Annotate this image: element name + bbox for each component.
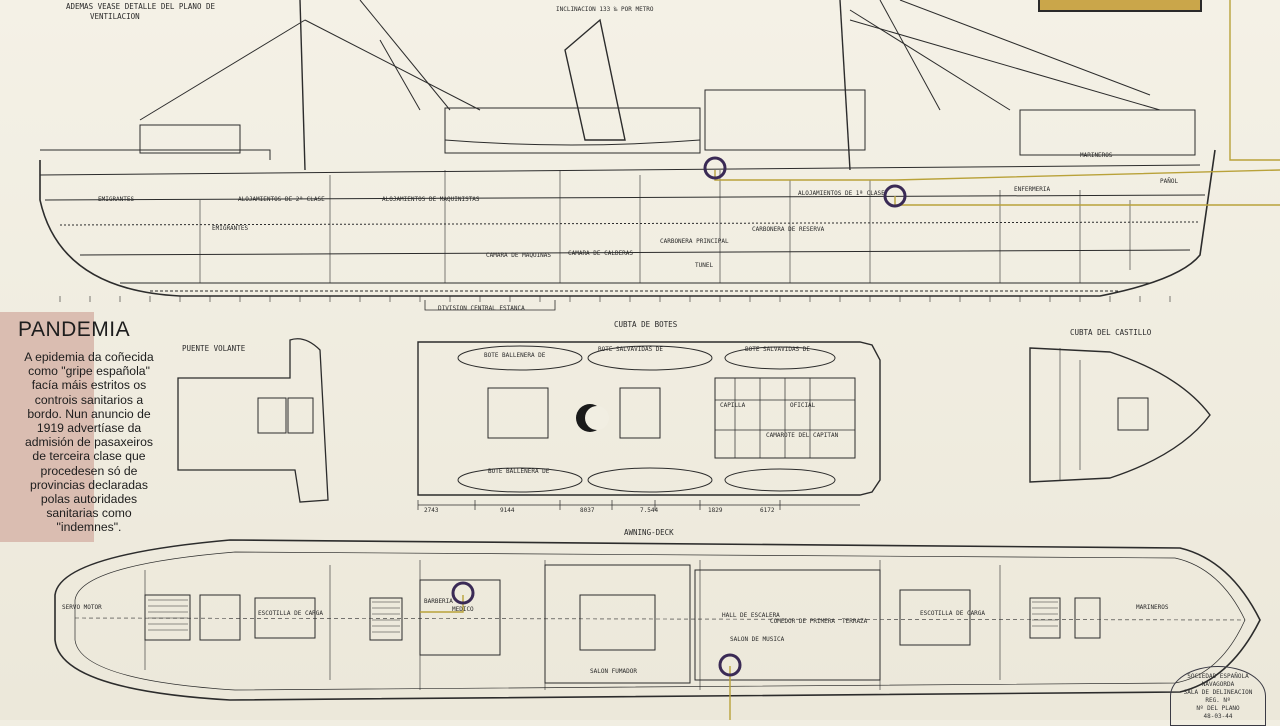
label-bote-ballenera-2: BOTE BALLENERA DE: [488, 468, 550, 475]
stamp-line-2: NAVAGORDA: [1201, 681, 1235, 688]
stamp-line-5: Nº DEL PLANO: [1196, 705, 1240, 712]
dimension-4: 7.544: [640, 507, 659, 514]
panel-title: PANDEMIA: [18, 318, 131, 341]
label-oficial: OFICIAL: [790, 402, 816, 409]
label-alojamientos-2: ALOJAMIENTOS DE 2ª CLASE: [238, 196, 325, 203]
label-bote-salvavidas-1: BOTE SALVAVIDAS DE: [598, 346, 664, 353]
label-emigrantes: EMIGRANTES: [98, 196, 135, 203]
label-awning-deck: AWNING-DECK: [624, 528, 674, 537]
label-medico: MEDICO: [452, 606, 474, 613]
label-escotilla-carga: ESCOTILLA DE CARGA: [258, 610, 324, 617]
corner-tab: [1038, 0, 1202, 12]
info-panel-background: [0, 312, 94, 542]
label-hall-escalera: HALL DE ESCALERA: [722, 612, 780, 619]
label-top-note-2: VENTILACION: [90, 12, 140, 21]
dimension-1: 2743: [424, 507, 439, 514]
label-tunel: TUNEL: [695, 262, 714, 269]
stamp-line-6: 48-03-44: [1203, 713, 1233, 720]
dimension-6: 6172: [760, 507, 775, 514]
stamp-line-1: SOCIEDAD ESPAÑOLA: [1187, 673, 1249, 680]
stamp-line-4: REG. Nº: [1205, 697, 1231, 704]
label-panol: PAÑOL: [1160, 178, 1179, 185]
stamp-line-3: SALA DE DELINEACION: [1183, 689, 1253, 696]
label-bote-ballenera-1: BOTE BALLENERA DE: [484, 352, 546, 359]
label-capilla: CAPILLA: [720, 402, 746, 409]
label-cubierta-castillo: CUBTA DEL CASTILLO: [1070, 328, 1152, 337]
label-camarote-capitan: CAMAROTE DEL CAPITAN: [766, 432, 839, 439]
label-salon-fumador: SALON FUMADOR: [590, 668, 637, 675]
office-stamp: SOCIEDAD ESPAÑOLA NAVAGORDA SALA DE DELI…: [1170, 666, 1266, 726]
label-alojamientos-maquinistas: ALOJAMIENTOS DE MAQUINISTAS: [382, 196, 480, 203]
label-comedor: COMEDOR DE PRIMERA: [770, 618, 836, 625]
label-camara-calderas: CAMARA DE CALDERAS: [568, 250, 634, 257]
label-bote-salvavidas-2: BOTE SALVAVIDAS DE: [745, 346, 811, 353]
label-emigrantes-2: EMIGRANTES: [212, 225, 249, 232]
label-puente-volante: PUENTE VOLANTE: [182, 344, 246, 353]
label-camara-maquinas: CAMARA DE MAQUINAS: [486, 252, 552, 259]
dimension-2: 9144: [500, 507, 515, 514]
label-enfermeria: ENFERMERIA: [1014, 186, 1051, 193]
dimension-3: 8037: [580, 507, 595, 514]
label-cubierta-botes: CUBTA DE BOTES: [614, 320, 678, 329]
label-carbonera-principal: CARBONERA PRINCIPAL: [660, 238, 729, 245]
label-inclinacion: INCLINACION 133 ‰ POR METRO: [556, 6, 654, 13]
label-barberia: BARBERIA: [424, 598, 453, 605]
dimension-5: 1829: [708, 507, 723, 514]
label-marineros: MARINEROS: [1080, 152, 1113, 159]
label-alojamientos-1: ALOJAMIENTOS DE 1ª CLASE: [798, 190, 885, 197]
label-division-central: DIVISION CENTRAL ESTANCA: [438, 305, 525, 312]
label-marineros-deck: MARINEROS: [1136, 604, 1169, 611]
info-panel: PANDEMIA A epidemia da coñecida como "gr…: [18, 318, 168, 535]
label-terraza: TERRAZA: [842, 618, 868, 625]
label-salon-musica: SALON DE MUSICA: [730, 636, 785, 643]
label-top-note: ADEMAS VEASE DETALLE DEL PLANO DE: [66, 2, 216, 11]
label-servo-motor: SERVO MOTOR: [62, 604, 102, 611]
label-carbonera-reserva: CARBONERA DE RESERVA: [752, 226, 825, 233]
label-escotilla-carga-2: ESCOTILLA DE CARGA: [920, 610, 986, 617]
panel-body: A epidemia da coñecida como "gripe españ…: [24, 350, 154, 535]
